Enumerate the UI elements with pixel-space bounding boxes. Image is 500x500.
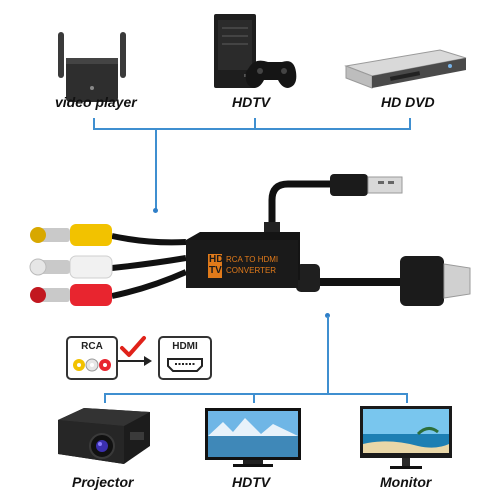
video-player-icon <box>58 32 126 102</box>
hdmi-badge-label: HDMI <box>172 341 198 352</box>
video-player-label: video player <box>55 94 137 110</box>
top-bracket-horizontal <box>93 128 411 130</box>
converter-subtitle: CONVERTER <box>226 266 277 275</box>
bottom-bracket-mid <box>253 393 255 403</box>
rca-ports-icon <box>73 358 111 372</box>
rca-badge: RCA <box>66 336 118 380</box>
hdmi-port-icon <box>167 358 203 372</box>
hdtv-output-label: HDTV <box>232 474 271 490</box>
converter-logo-tv: TV <box>209 265 222 276</box>
hdmi-badge: HDMI <box>158 336 212 380</box>
rca-badge-label: RCA <box>81 341 103 352</box>
hdtv-output-icon <box>205 408 301 467</box>
top-bracket-mid <box>254 118 256 130</box>
converter-logo-hd: HD <box>209 254 224 265</box>
bottom-bracket-right <box>406 393 408 403</box>
top-connector-dot <box>153 208 158 213</box>
top-bracket-left <box>93 118 95 130</box>
projector-icon <box>58 408 150 464</box>
monitor-label: Monitor <box>380 474 432 490</box>
check-mark-icon <box>120 336 146 357</box>
bottom-bracket-left <box>104 393 106 403</box>
hdtv-source-pc-icon <box>214 14 297 88</box>
bottom-bracket-horizontal <box>104 393 408 395</box>
monitor-icon <box>360 406 452 469</box>
arrow-right-icon <box>118 356 152 366</box>
hd-dvd-label: HD DVD <box>381 94 435 110</box>
converter-title: RCA TO HDMI <box>226 255 279 264</box>
bottom-connector-up <box>327 316 329 394</box>
converter-cables <box>29 174 471 306</box>
top-connector-down <box>155 130 157 210</box>
projector-label: Projector <box>72 474 134 490</box>
bottom-connector-dot <box>325 313 330 318</box>
top-bracket-right <box>409 118 411 130</box>
hdtv-source-label: HDTV <box>232 94 271 110</box>
hd-dvd-player-icon <box>344 49 467 89</box>
